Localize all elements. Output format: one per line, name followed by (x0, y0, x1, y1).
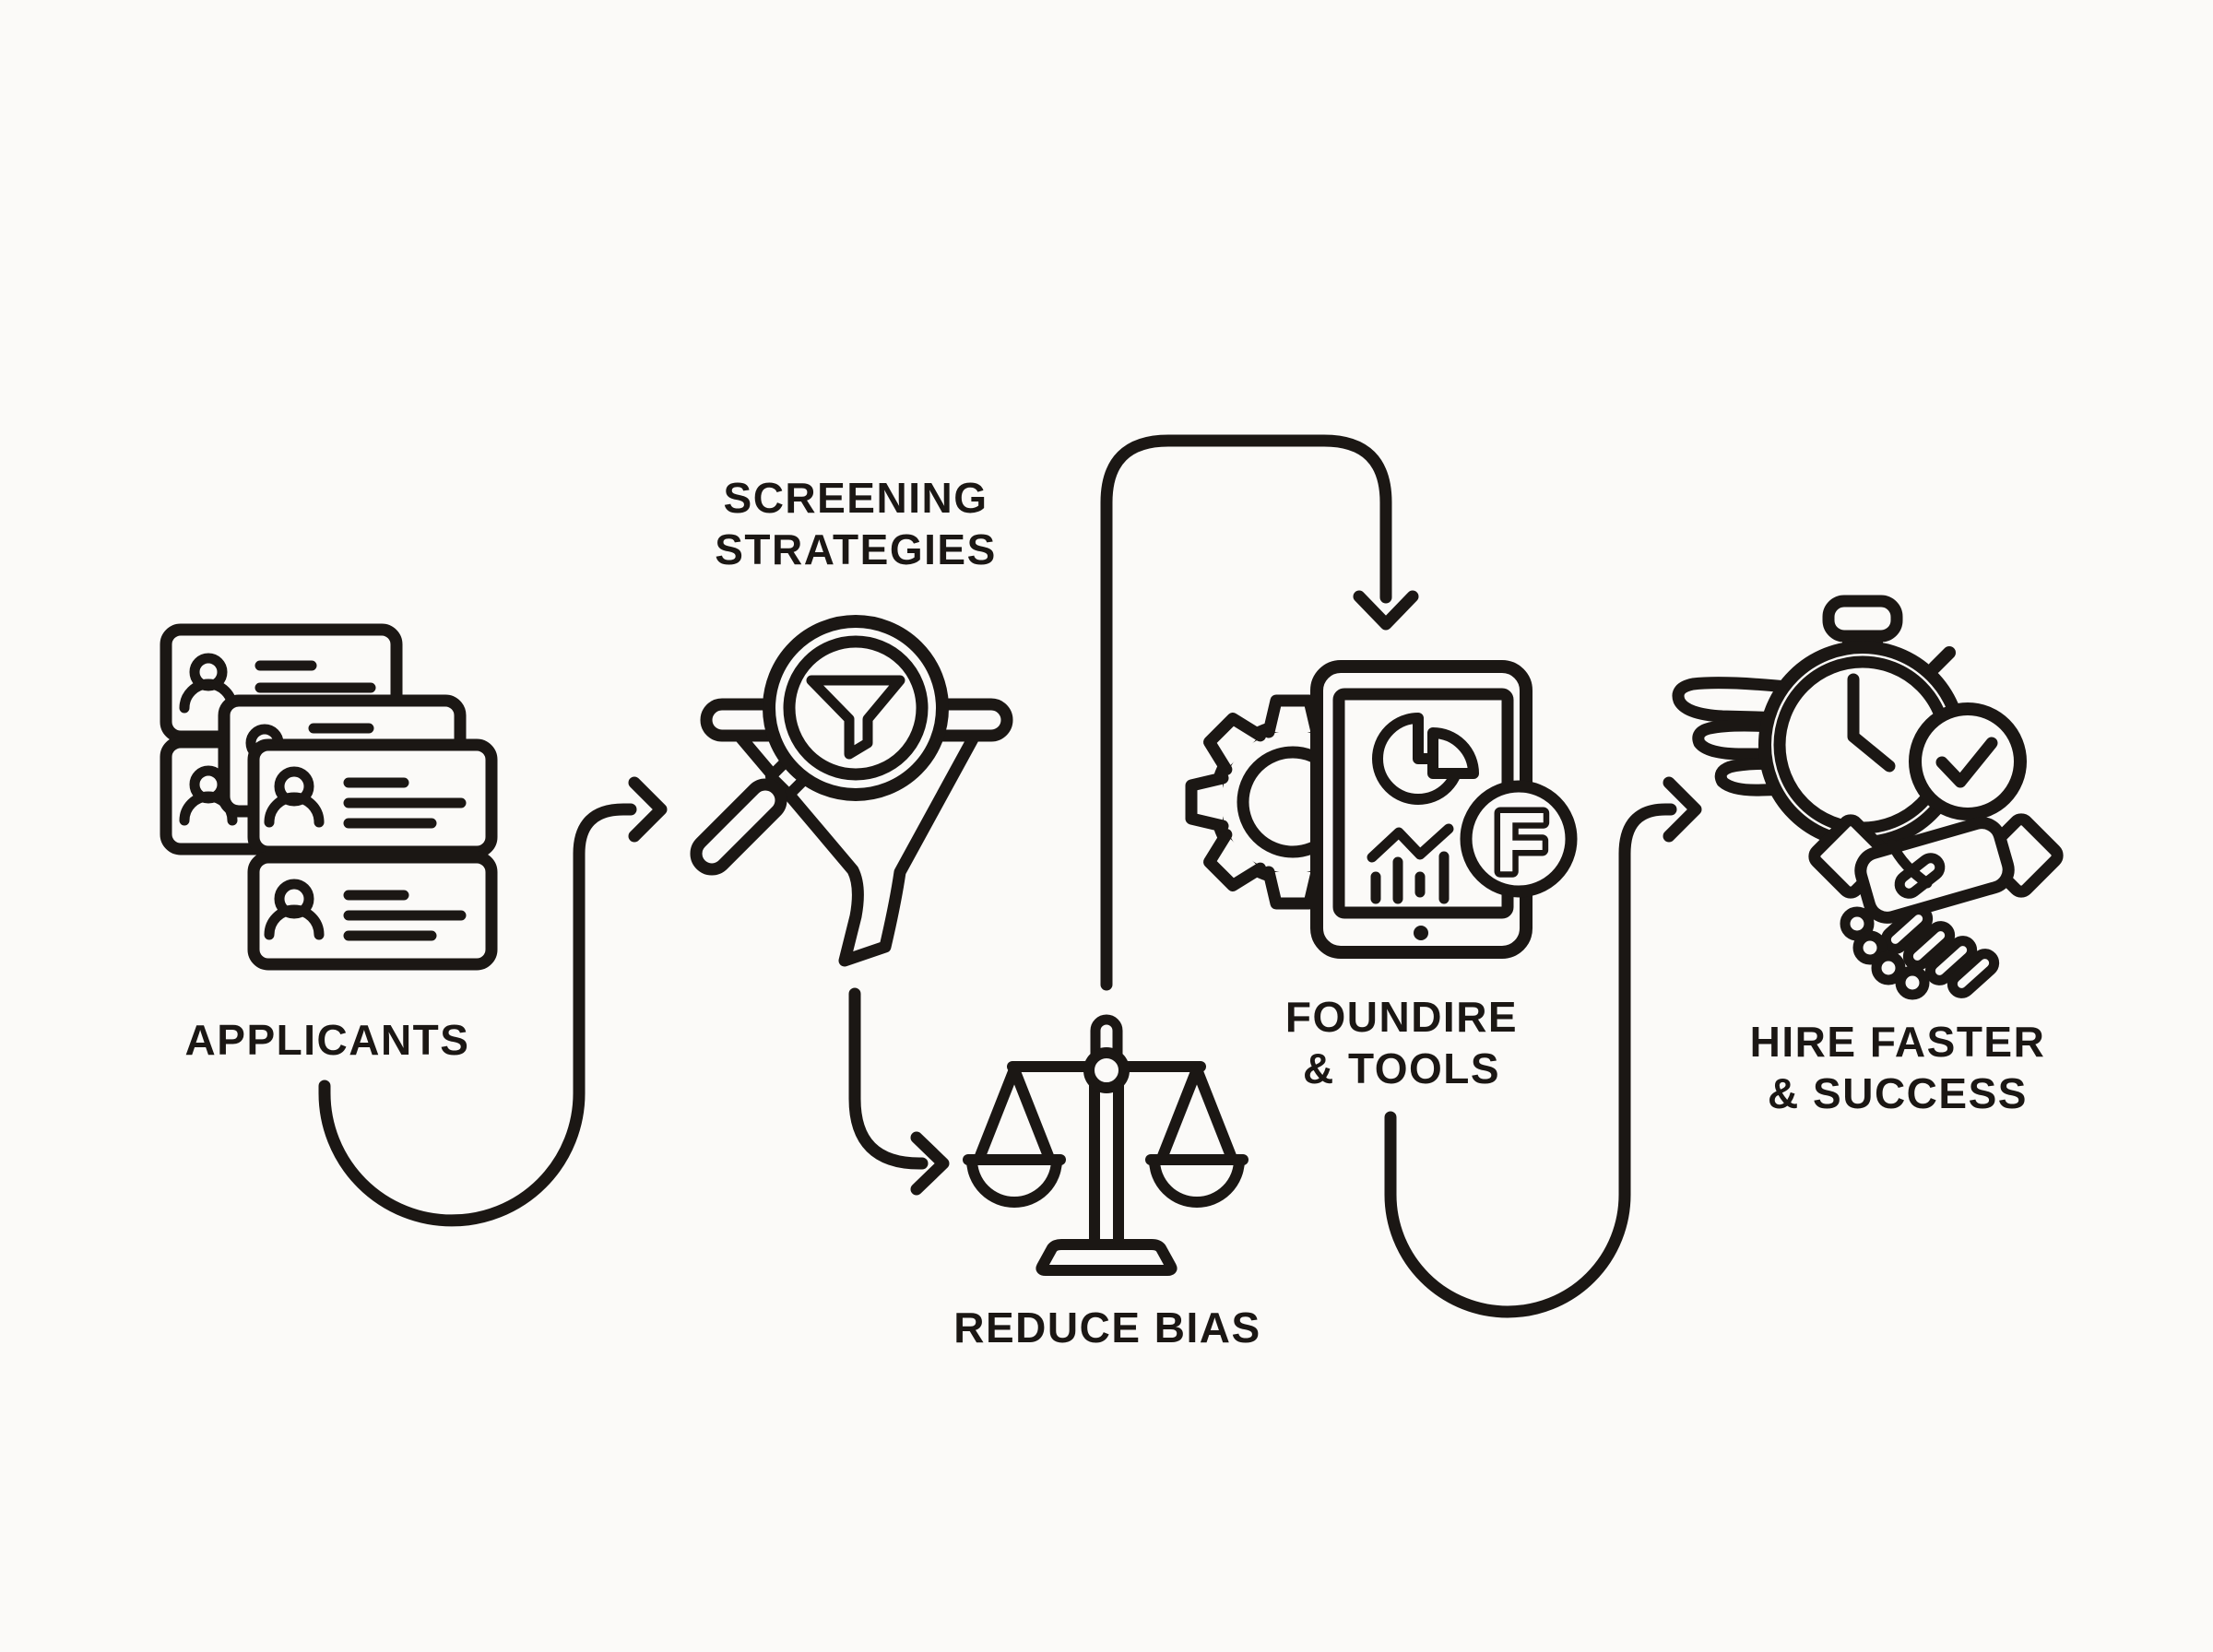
gear-tablet-analytics-icon: F (1191, 660, 1578, 959)
pie-chart-icon (1372, 713, 1479, 805)
screening-strategies-label: SCREENING STRATEGIES (715, 472, 997, 575)
arrowhead-right-icon (628, 776, 668, 843)
clock-hands-icon (1847, 673, 1896, 773)
arrowhead-right-icon (1663, 776, 1702, 843)
foundire-label-line-2: & TOOLS (1302, 1044, 1501, 1092)
arrow-applicants-to-screening (318, 776, 668, 1227)
hire-label-line-1: HIRE FASTER (1749, 1018, 2046, 1066)
magnifier-funnel-icon (690, 615, 1013, 967)
check-circle-icon (1909, 702, 2027, 820)
bar-chart-icon (1367, 823, 1454, 904)
balance-scale-icon (963, 1014, 1249, 1276)
reduce-bias-label: REDUCE BIAS (953, 1302, 1260, 1353)
foundire-badge-icon (1460, 780, 1578, 898)
hire-faster-success-label: HIRE FASTER & SUCCESS (1750, 1016, 2046, 1119)
foundire-label-line-1: FOUNDIRE (1284, 993, 1519, 1041)
screening-label-line-2: STRATEGIES (715, 525, 997, 573)
arrow-screening-to-reduce-bias (848, 987, 950, 1196)
reduce-bias-label-line: REDUCE BIAS (953, 1304, 1261, 1351)
winged-stopwatch-handshake-icon (1672, 595, 2064, 1000)
arrow-reduce-bias-to-foundire (1100, 434, 1419, 991)
home-button-icon (1414, 926, 1428, 940)
arrow-foundire-to-hire (1384, 776, 1702, 1318)
applicant-cards-icon (160, 623, 498, 971)
handshake-icon (1808, 813, 2064, 1000)
arrowhead-down-icon (1353, 590, 1419, 631)
filter-glyph-icon (806, 675, 905, 760)
foundire-badge-letter: F (1495, 796, 1546, 890)
hire-label-line-2: & SUCCESS (1768, 1069, 2028, 1117)
screening-label-line-1: SCREENING (723, 474, 988, 522)
foundire-tools-label: FOUNDIRE & TOOLS (1285, 991, 1518, 1094)
applicants-label: APPLICANTS (185, 1014, 470, 1066)
arrowhead-right-icon (910, 1131, 950, 1196)
applicants-label-line: APPLICANTS (184, 1016, 470, 1064)
